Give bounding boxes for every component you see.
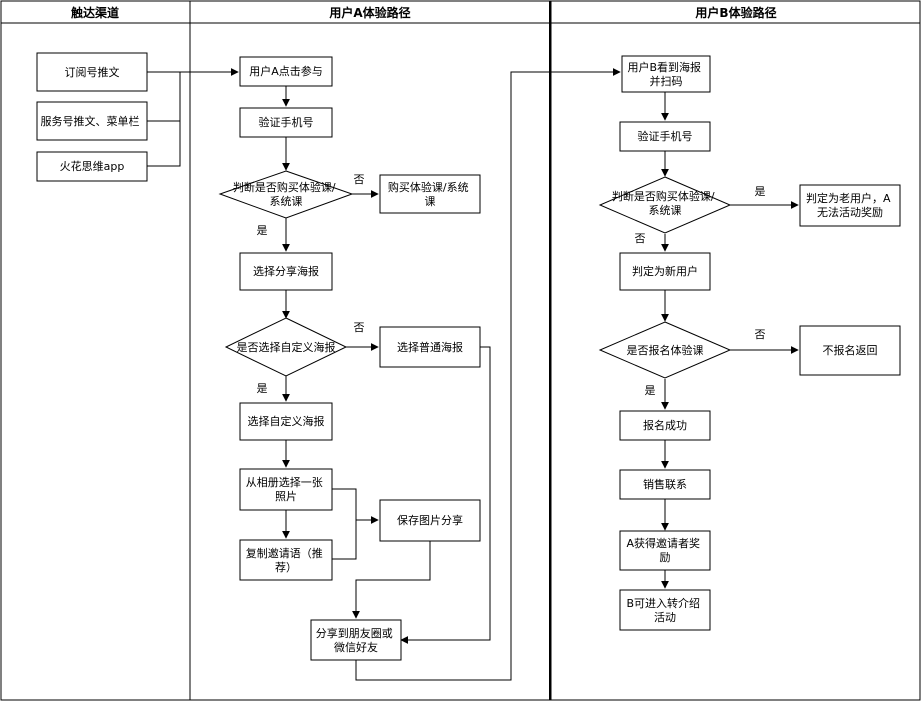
- node-a-verify-phone-label: 验证手机号: [259, 115, 314, 129]
- channel-nodes: 订阅号推文 服务号推文、菜单栏 火花思维app: [36, 52, 148, 182]
- node-a-share-moments-line1: 分享到朋友圈或: [316, 626, 393, 640]
- node-b-sales-contact-label: 销售联系: [643, 477, 687, 491]
- node-a-copy-invite: 复制邀请语（推 荐）: [239, 539, 333, 581]
- node-b-no-signup: 不报名返回: [799, 325, 901, 376]
- decision-b-signup: 是否报名体验课: [598, 321, 732, 379]
- node-a-buy-course-line1: 购买体验课/系统: [388, 180, 469, 194]
- edge-normal-to-share: [400, 346, 491, 644]
- svg-text:从相册选择一张 照片: 从相册选择一张 照片: [246, 475, 327, 503]
- edge-copy-to-save: [331, 520, 357, 560]
- svg-text:判断是否购买体验课/ 系统课: 判断是否购买体验课/ 系统课: [233, 180, 339, 208]
- node-b-verify-phone-label: 验证手机号: [638, 129, 693, 143]
- node-b-signup-success-label: 报名成功: [643, 418, 687, 432]
- node-a-album-photo-line1: 从相册选择一张: [246, 475, 323, 489]
- node-subscription-post-label: 订阅号推文: [65, 65, 120, 79]
- label-a-yes-1: 是: [257, 224, 268, 237]
- decision-b-purchased-line2: 系统课: [649, 204, 682, 217]
- user-b-nodes: 用户B看到海报 并扫码 验证手机号 判断是否购买体验课/ 系统课 判定为老用户，…: [598, 55, 901, 631]
- node-a-custom-poster-label: 选择自定义海报: [248, 414, 325, 428]
- user-a-nodes: 用户A点击参与 验证手机号 判断是否购买体验课/ 系统课 购买体验课/系统 课 …: [218, 56, 481, 661]
- edge-share-to-b: [355, 68, 621, 681]
- edge-save-to-share: [352, 541, 431, 619]
- node-a-share-moments-line2: 微信好友: [334, 640, 378, 654]
- label-b-yes-1: 是: [755, 185, 766, 198]
- lane-title-user-a: 用户A体验路径: [328, 5, 410, 20]
- node-a-click-join: 用户A点击参与: [239, 56, 333, 87]
- node-b-scan-poster-line2: 并扫码: [650, 74, 683, 88]
- decision-a-custom-poster-label: 是否选择自定义海报: [237, 340, 336, 354]
- node-b-referral: B可进入转介绍 活动: [619, 589, 711, 631]
- decision-b-purchased: 判断是否购买体验课/ 系统课: [598, 176, 732, 234]
- node-a-album-photo-line2: 照片: [275, 490, 297, 503]
- label-b-yes-2: 是: [645, 384, 656, 397]
- node-a-choose-share-poster-label: 选择分享海报: [253, 264, 319, 278]
- svg-text:A获得邀请者奖 励: A获得邀请者奖 励: [626, 536, 703, 564]
- node-b-no-signup-label: 不报名返回: [823, 343, 878, 357]
- svg-text:分享到朋友圈或 微信好友: 分享到朋友圈或 微信好友: [316, 626, 397, 654]
- node-app-label: 火花思维app: [60, 160, 125, 173]
- node-a-verify-phone: 验证手机号: [239, 107, 333, 138]
- node-b-old-user-line2: 无法活动奖励: [817, 205, 883, 219]
- label-a-yes-2: 是: [257, 382, 268, 395]
- node-a-click-join-label: 用户A点击参与: [249, 64, 323, 78]
- label-a-no-2: 否: [354, 321, 365, 334]
- node-service-post-menu: 服务号推文、菜单栏: [36, 101, 148, 141]
- node-a-album-photo: 从相册选择一张 照片: [239, 468, 333, 511]
- node-a-save-share-label: 保存图片分享: [397, 513, 463, 527]
- node-a-share-moments: 分享到朋友圈或 微信好友: [310, 619, 402, 661]
- node-b-old-user-line1: 判定为老用户，A: [806, 191, 891, 205]
- svg-text:判断是否购买体验课/ 系统课: 判断是否购买体验课/ 系统课: [612, 189, 718, 217]
- edge-service-merge: [147, 72, 181, 122]
- svg-text:判定为老用户，A 无法活动奖励: 判定为老用户，A 无法活动奖励: [806, 191, 894, 219]
- node-b-scan-poster-line1: 用户B看到海报: [627, 60, 701, 74]
- node-a-copy-invite-line1: 复制邀请语（推: [246, 546, 323, 560]
- decision-a-purchased-line2: 系统课: [270, 195, 303, 208]
- lane-title-channels: 触达渠道: [71, 5, 119, 20]
- svg-text:购买体验课/系统 课: 购买体验课/系统 课: [388, 180, 472, 208]
- node-a-choose-share-poster: 选择分享海报: [239, 252, 333, 291]
- label-b-no-2: 否: [755, 328, 766, 341]
- node-b-scan-poster: 用户B看到海报 并扫码: [621, 55, 711, 93]
- node-b-sales-contact: 销售联系: [619, 469, 711, 500]
- edge-app-merge: [147, 72, 181, 167]
- decision-a-custom-poster: 是否选择自定义海报: [224, 317, 348, 377]
- node-b-a-reward-line2: 励: [660, 551, 671, 564]
- edge-album-to-save: [331, 488, 379, 524]
- decision-b-signup-label: 是否报名体验课: [627, 343, 704, 357]
- node-a-buy-course: 购买体验课/系统 课: [379, 174, 481, 214]
- node-service-post-menu-label: 服务号推文、菜单栏: [41, 114, 140, 128]
- node-app: 火花思维app: [36, 151, 148, 182]
- node-b-old-user: 判定为老用户，A 无法活动奖励: [799, 184, 901, 227]
- node-a-save-share: 保存图片分享: [379, 499, 481, 542]
- node-b-a-reward-line1: A获得邀请者奖: [626, 536, 700, 550]
- decision-a-purchased: 判断是否购买体验课/ 系统课: [218, 170, 354, 219]
- svg-text:用户B看到海报 并扫码: 用户B看到海报 并扫码: [627, 60, 704, 88]
- svg-text:复制邀请语（推 荐）: 复制邀请语（推 荐）: [246, 546, 327, 574]
- node-b-referral-line2: 活动: [654, 611, 676, 624]
- node-b-signup-success: 报名成功: [619, 410, 711, 441]
- edges: [147, 68, 799, 681]
- node-a-normal-poster-label: 选择普通海报: [397, 340, 463, 354]
- node-subscription-post: 订阅号推文: [36, 52, 148, 92]
- node-b-verify-phone: 验证手机号: [619, 121, 711, 152]
- node-b-referral-line1: B可进入转介绍: [626, 596, 700, 610]
- edge-labels: 否 是 否 是 是 否 否 是: [257, 173, 766, 397]
- svg-text:B可进入转介绍 活动: B可进入转介绍 活动: [626, 596, 703, 624]
- node-a-buy-course-line2: 课: [425, 195, 436, 208]
- label-b-no-1: 否: [635, 232, 646, 245]
- node-b-a-reward: A获得邀请者奖 励: [619, 530, 711, 571]
- node-b-new-user-label: 判定为新用户: [632, 264, 698, 278]
- lane-title-user-b: 用户B体验路径: [694, 5, 776, 20]
- node-a-copy-invite-line2: 荐）: [275, 561, 297, 574]
- decision-a-purchased-line1: 判断是否购买体验课/: [233, 180, 336, 194]
- label-a-no-1: 否: [354, 173, 365, 186]
- node-a-normal-poster: 选择普通海报: [379, 326, 481, 368]
- node-a-custom-poster: 选择自定义海报: [239, 402, 333, 441]
- node-b-new-user: 判定为新用户: [619, 252, 711, 291]
- decision-b-purchased-line1: 判断是否购买体验课/: [612, 189, 715, 203]
